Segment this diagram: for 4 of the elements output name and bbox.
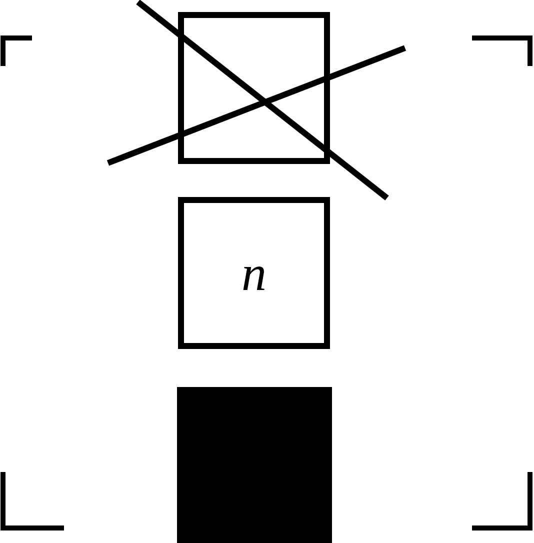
filled-square (177, 387, 332, 543)
variable-label: n (242, 248, 266, 298)
crossed-out-square (178, 12, 330, 164)
square-box (178, 197, 330, 349)
